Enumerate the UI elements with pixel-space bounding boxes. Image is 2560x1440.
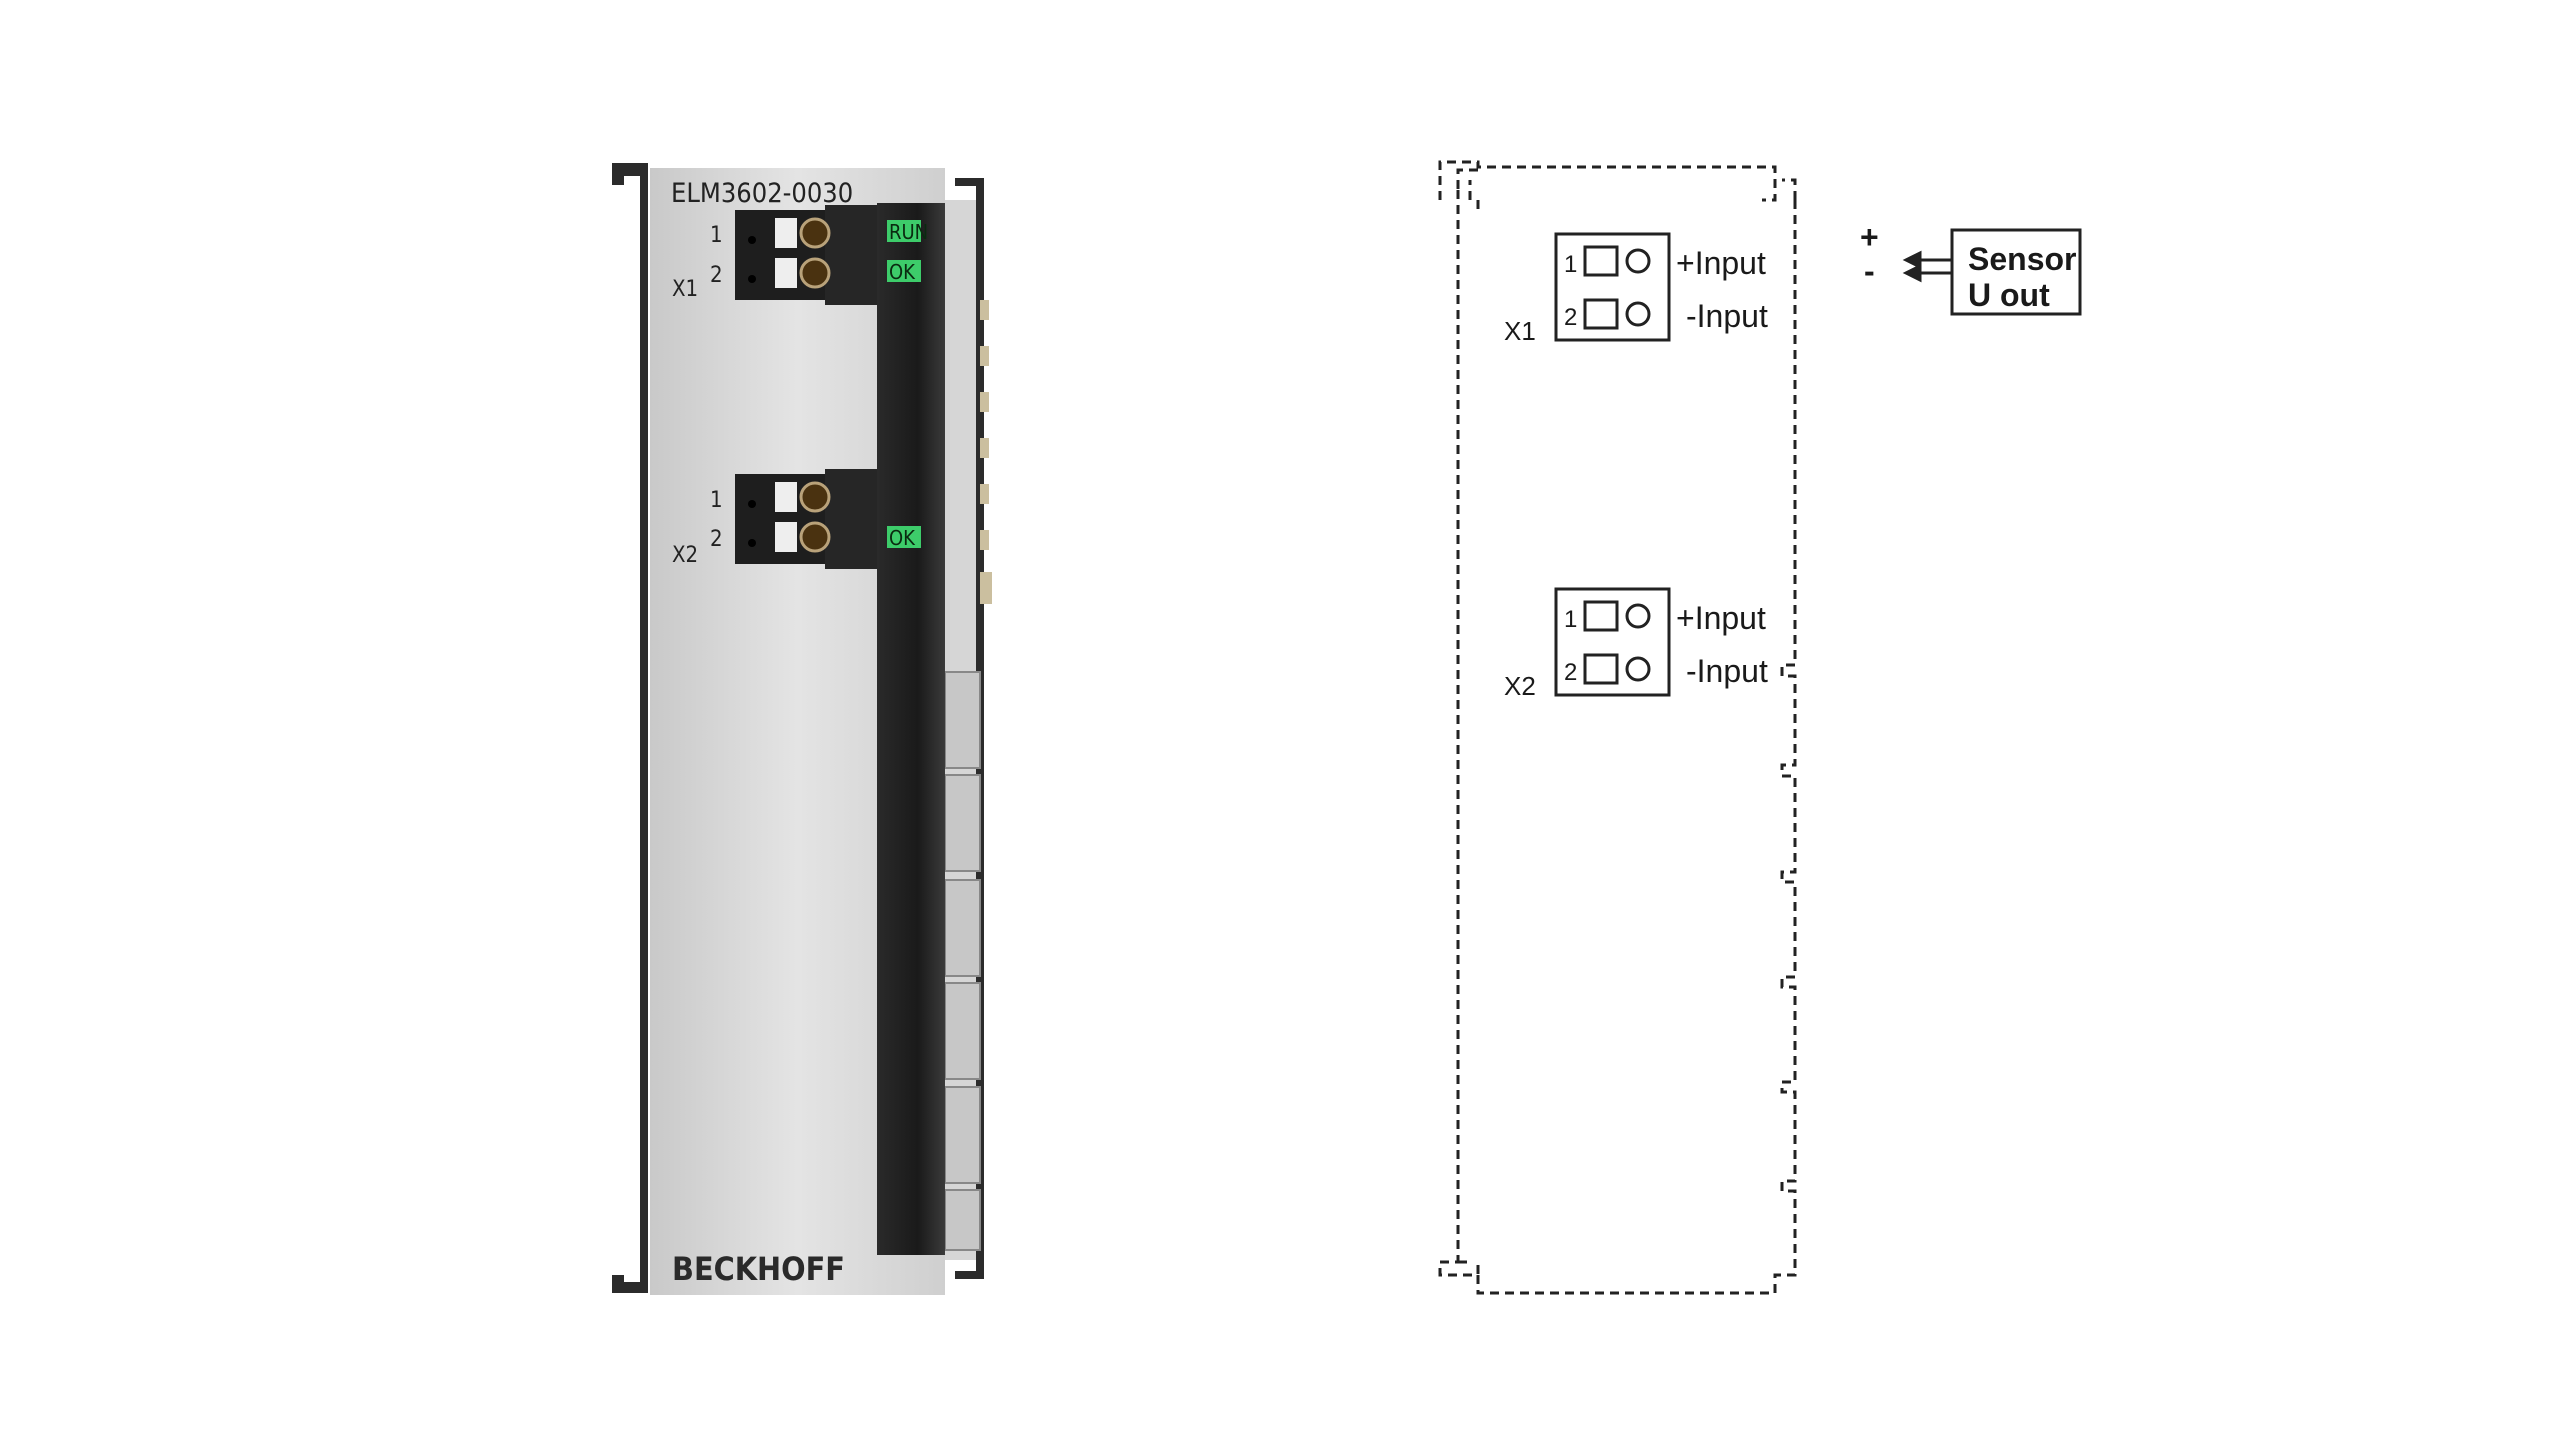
brand-logo: BECKHOFF bbox=[672, 1250, 845, 1288]
module-photo: RUN OK OK ELM3602-0030 1 2 X1 1 2 X2 BEC… bbox=[612, 163, 992, 1295]
x1-terminal-block bbox=[1554, 232, 1671, 342]
x1-label: X1 bbox=[672, 277, 698, 302]
x1-diagram-pin-1: 1 bbox=[1564, 251, 1577, 278]
model-label: ELM3602-0030 bbox=[671, 178, 853, 209]
led-ok-x1-label: OK bbox=[889, 260, 916, 284]
connection-diagram: 1 2 +Input -Input X1 1 2 +Input -Input X… bbox=[1438, 160, 2082, 1295]
x2-diagram-pin-1: 1 bbox=[1564, 606, 1577, 633]
x1-signal-minus: -Input bbox=[1686, 298, 1768, 334]
x1-diagram-label: X1 bbox=[1504, 316, 1536, 346]
side-tabs bbox=[944, 671, 981, 1251]
x2-terminal-block bbox=[1554, 587, 1671, 697]
bus-contacts bbox=[980, 300, 992, 604]
x1-diagram-pin-2: 2 bbox=[1564, 304, 1577, 331]
led-run bbox=[887, 220, 921, 242]
connector-x1-plug bbox=[735, 205, 877, 305]
x2-label: X2 bbox=[672, 543, 698, 568]
x2-signal-plus: +Input bbox=[1676, 600, 1766, 636]
led-ok-x1 bbox=[887, 260, 921, 282]
sensor-plus-sign: + bbox=[1860, 219, 1879, 255]
led-strip bbox=[877, 203, 945, 1255]
x1-pin-2: 2 bbox=[710, 263, 723, 288]
x1-signal-plus: +Input bbox=[1676, 245, 1766, 281]
sensor-output-label: U out bbox=[1968, 277, 2050, 313]
connector-x2-plug bbox=[735, 469, 877, 569]
din-clip-left bbox=[612, 163, 648, 1293]
sensor-arrows bbox=[1902, 250, 1952, 283]
x2-diagram-pin-2: 2 bbox=[1564, 659, 1577, 686]
x2-diagram-label: X2 bbox=[1504, 671, 1536, 701]
led-ok-x2 bbox=[887, 526, 921, 548]
x2-signal-minus: -Input bbox=[1686, 653, 1768, 689]
led-run-label: RUN bbox=[889, 220, 928, 244]
housing-outline bbox=[1438, 160, 1797, 1295]
x1-pin-1: 1 bbox=[710, 223, 723, 248]
x2-pin-2: 2 bbox=[710, 527, 723, 552]
sensor-minus-sign: - bbox=[1864, 253, 1875, 289]
led-ok-x2-label: OK bbox=[889, 526, 916, 550]
x2-pin-1: 1 bbox=[710, 488, 723, 513]
sensor-label: Sensor bbox=[1968, 241, 2076, 277]
